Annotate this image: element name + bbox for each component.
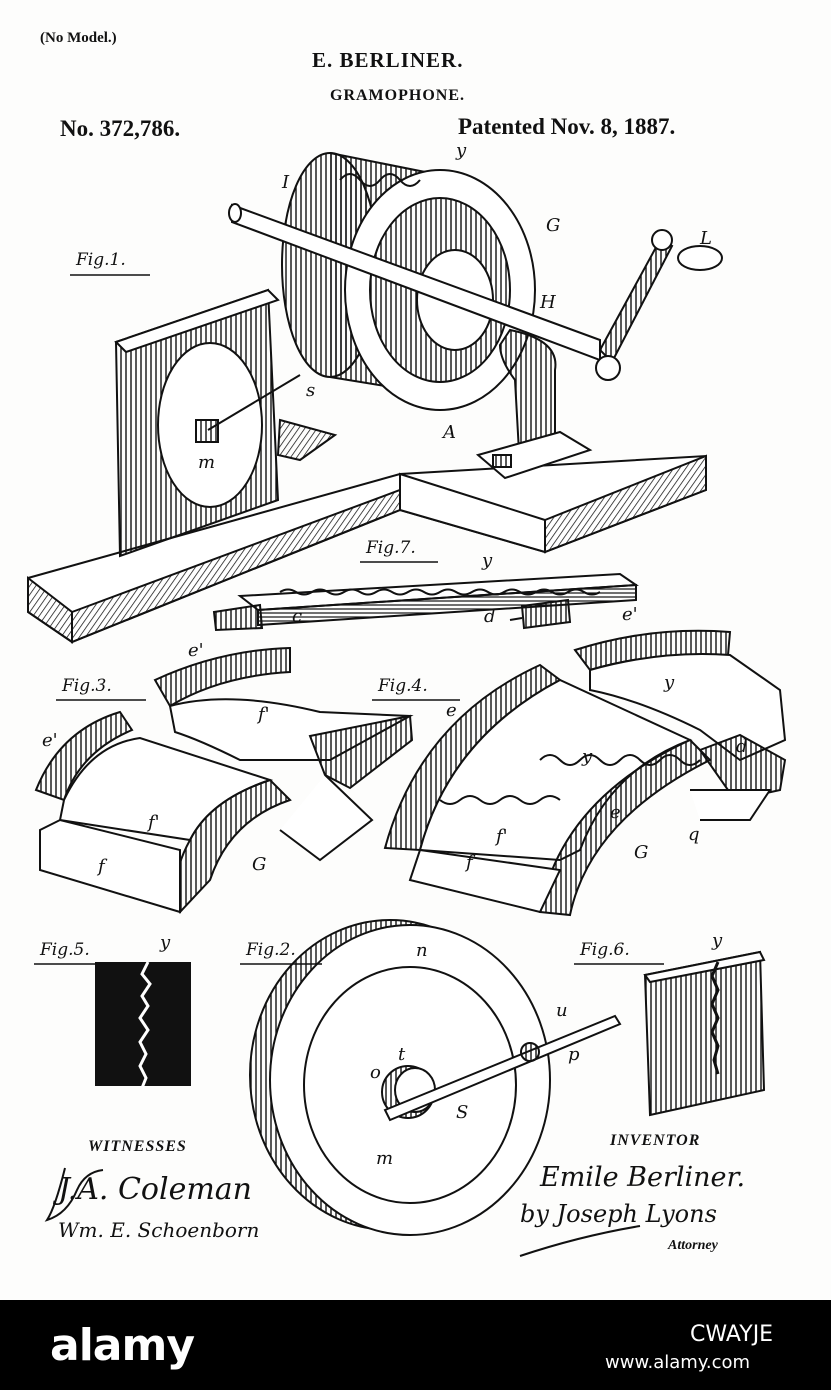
no-model-note: (No Model.) (40, 30, 117, 47)
ref-label-I: I (282, 172, 289, 193)
figure-3-caption: Fig.3. (62, 676, 112, 696)
ref-label-d-fig4: d (736, 736, 748, 757)
ref-label-u: u (556, 1000, 568, 1021)
attorney-signature: by Joseph Lyons (520, 1200, 717, 1228)
ref-label-y-fig4: y (664, 672, 674, 693)
figure-2-caption: Fig.2. (246, 940, 296, 960)
ref-label-y-fig4-lower: y (582, 746, 592, 767)
ref-label-o: o (370, 1062, 381, 1083)
figure-4-caption: Fig.4. (378, 676, 428, 696)
ref-label-e-fig4-lower: e (610, 802, 621, 823)
inventor-name: E. BERLINER. (312, 48, 463, 73)
ref-label-s: s (306, 380, 315, 401)
figure-4-drawing (385, 631, 785, 915)
patent-sheet: (No Model.) E. BERLINER. GRAMOPHONE. No.… (0, 0, 831, 1300)
ref-label-p: p (568, 1044, 580, 1065)
witness-1-signature: J.A. Coleman (58, 1172, 252, 1207)
ref-label-G-fig4: G (634, 842, 648, 863)
ref-label-n: n (416, 940, 428, 961)
inventor-heading: INVENTOR (610, 1132, 700, 1150)
ref-label-t: t (398, 1044, 405, 1065)
ref-label-q: q (688, 824, 700, 845)
ref-label-f-fig4: f (466, 852, 473, 873)
patent-date: Patented Nov. 8, 1887. (458, 114, 675, 140)
witness-2-signature: Wm. E. Schoenborn (58, 1218, 259, 1242)
ref-label-d-fig7: d (484, 606, 496, 627)
figure-1-drawing (28, 153, 722, 642)
image-id: CWAYJE (690, 1322, 773, 1347)
ref-label-S: S (456, 1102, 468, 1123)
figure-7-drawing (214, 574, 636, 630)
patent-title: GRAMOPHONE. (330, 87, 465, 105)
ref-label-G-fig3: G (252, 854, 266, 875)
ref-label-y-fig1: y (456, 140, 466, 161)
alamy-logo: alamy (50, 1320, 194, 1371)
inventor-signature: Emile Berliner. (540, 1162, 745, 1193)
ref-label-e-prime-fig4: e' (622, 604, 638, 625)
ref-label-A: A (443, 422, 456, 443)
patent-number: No. 372,786. (60, 116, 180, 142)
ref-label-y-fig6: y (712, 930, 722, 951)
watermark-url: www.alamy.com (605, 1352, 750, 1373)
figure-5-caption: Fig.5. (40, 940, 90, 960)
ref-label-H: H (540, 292, 556, 313)
ref-label-G-fig1: G (546, 215, 560, 236)
ref-label-m-fig1: m (198, 452, 215, 473)
patent-drawings (0, 0, 831, 1300)
ref-label-y-fig5: y (160, 932, 170, 953)
ref-label-f-prime-fig4: f' (496, 826, 508, 847)
ref-label-e-prime-fig3-left: e' (42, 730, 58, 751)
ref-label-f-prime-fig3-top: f' (258, 704, 270, 725)
ref-label-e-fig4: e (446, 700, 457, 721)
ref-label-y-fig7: y (482, 550, 492, 571)
ref-label-m-fig2: m (376, 1148, 393, 1169)
ref-label-e-prime-fig3-top: e' (188, 640, 204, 661)
witnesses-heading: WITNESSES (88, 1138, 187, 1156)
attorney-label: Attorney (668, 1238, 718, 1254)
figure-1-caption: Fig.1. (76, 250, 126, 270)
figure-6-caption: Fig.6. (580, 940, 630, 960)
ref-label-L: L (700, 228, 712, 249)
figure-5-drawing (95, 962, 191, 1088)
ref-label-f-fig3: f (98, 856, 105, 877)
figure-6-drawing (645, 952, 764, 1115)
figure-7-caption: Fig.7. (366, 538, 416, 558)
ref-label-f-prime-fig3: f' (148, 812, 160, 833)
ref-label-c-fig7: c (292, 606, 302, 627)
